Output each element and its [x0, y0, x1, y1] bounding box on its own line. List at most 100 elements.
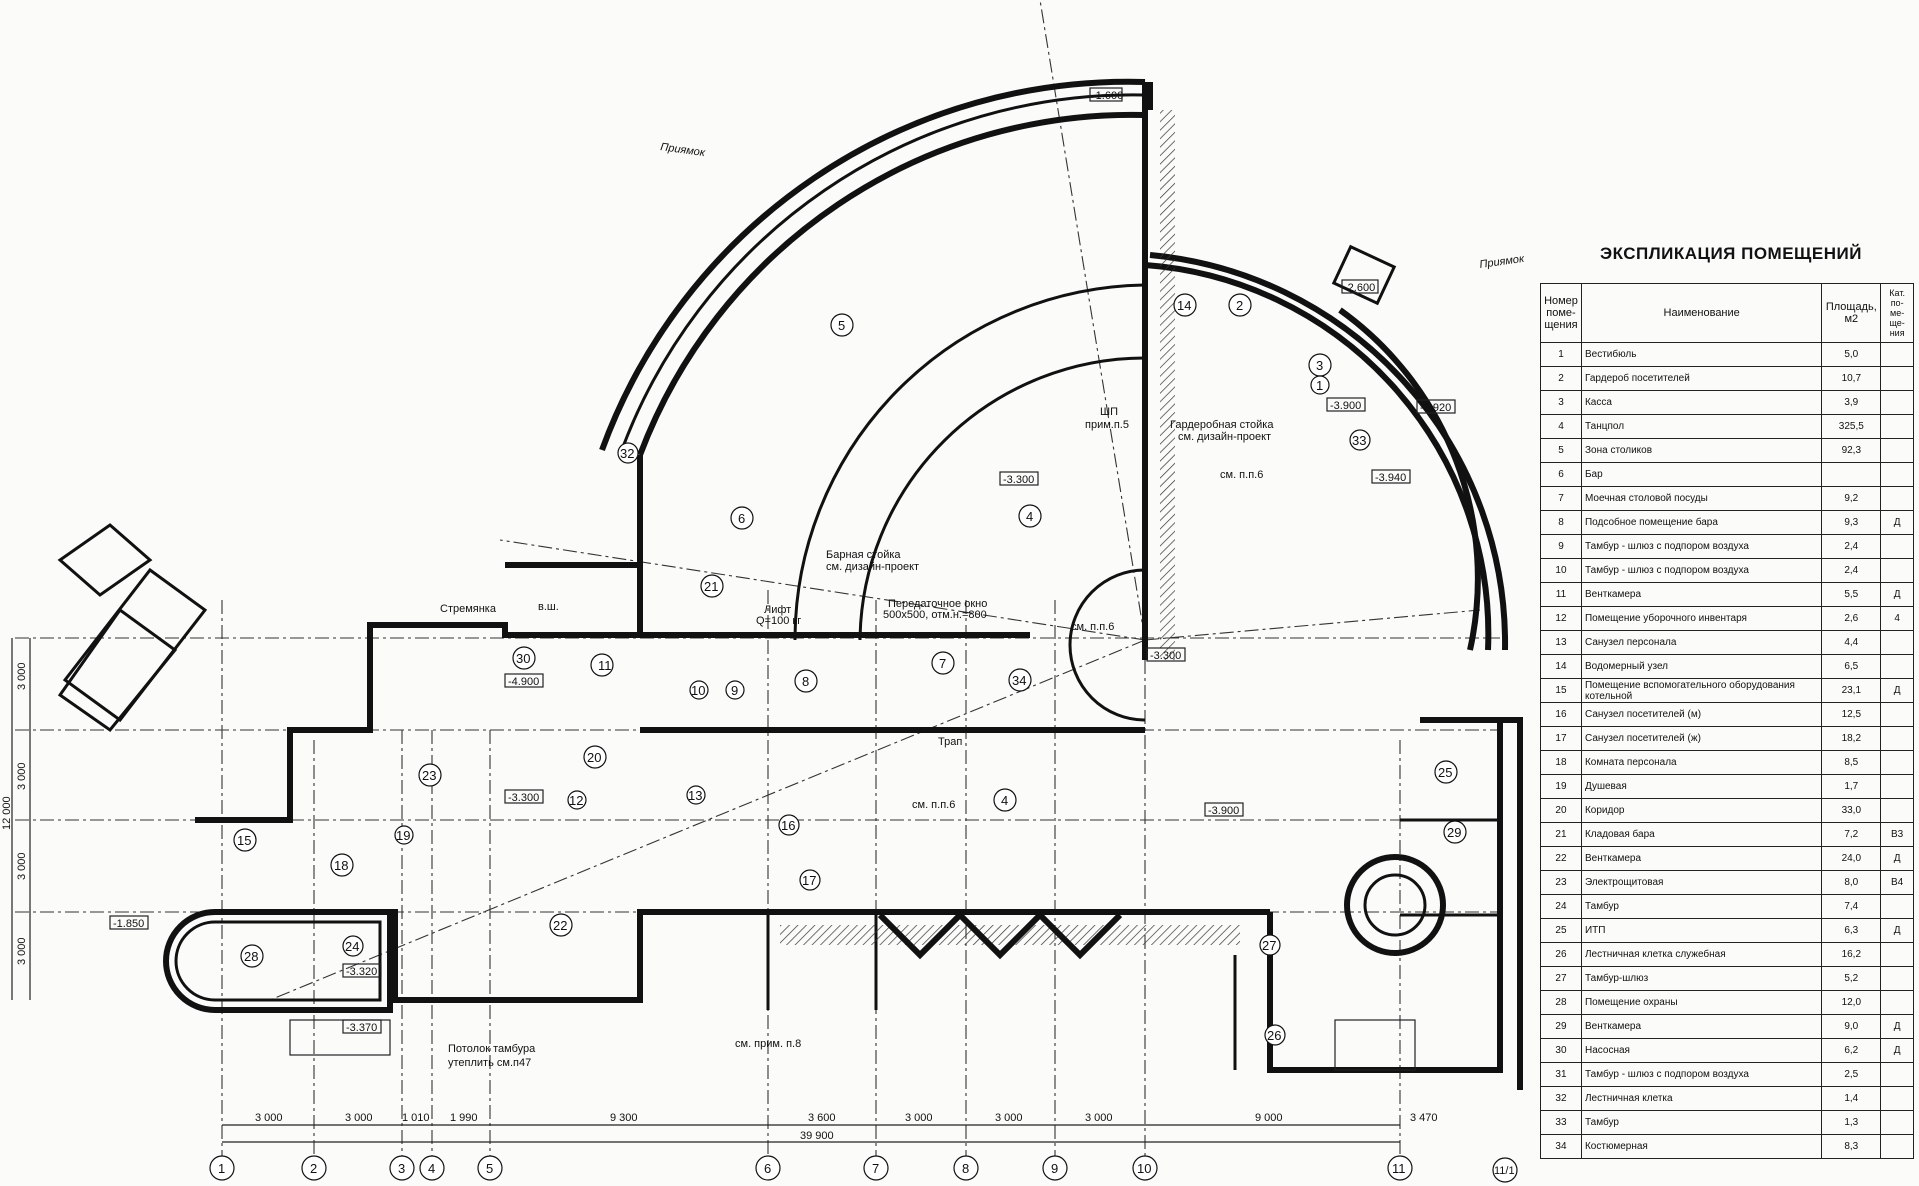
row-number: 16 [1540, 702, 1582, 727]
svg-text:20: 20 [587, 750, 601, 765]
axis-11: 11 [1392, 1161, 1406, 1176]
row-number: 25 [1540, 918, 1582, 943]
row-area: 7,2 [1821, 822, 1882, 847]
row-name: Танцпол [1580, 414, 1823, 439]
row-number: 28 [1540, 990, 1582, 1015]
row-area: 2,4 [1821, 558, 1882, 583]
row-number: 13 [1540, 630, 1582, 655]
row-area: 9,2 [1821, 486, 1882, 511]
axis-10: 10 [1137, 1161, 1151, 1176]
level-3920: -3.920 [1420, 402, 1451, 414]
row-name: Электрощитовая [1580, 870, 1823, 895]
svg-text:15: 15 [237, 833, 251, 848]
row-category: Д [1880, 678, 1914, 703]
row-name: Санузел персонала [1580, 630, 1823, 655]
row-number: 8 [1540, 510, 1582, 535]
svg-text:18: 18 [334, 858, 348, 873]
sm-pp6a-note: см. п.п.6 [1220, 469, 1263, 481]
row-category [1880, 798, 1914, 823]
row-number: 10 [1540, 558, 1582, 583]
svg-text:4: 4 [1026, 509, 1033, 524]
header-name: Наименование [1580, 283, 1823, 343]
row-area: 5,0 [1821, 342, 1882, 367]
svg-text:17: 17 [802, 873, 816, 888]
row-number: 29 [1540, 1014, 1582, 1039]
walls [57, 78, 1523, 1090]
dim-11: 3 470 [1410, 1112, 1438, 1124]
row-category [1880, 1134, 1914, 1159]
row-number: 5 [1540, 438, 1582, 463]
row-area: 18,2 [1821, 726, 1882, 751]
row-name: Венткамера [1580, 1014, 1823, 1039]
row-name: Душевая [1580, 774, 1823, 799]
row-name: Венткамера [1580, 582, 1823, 607]
row-name: Костюмерная [1580, 1134, 1823, 1159]
level-3900a: -3.900 [1208, 805, 1239, 817]
row-number: 21 [1540, 822, 1582, 847]
stremyanka-note: Стремянка [440, 603, 497, 615]
svg-text:1: 1 [1316, 378, 1323, 393]
trap-note: Трап [938, 736, 962, 748]
row-number: 9 [1540, 534, 1582, 559]
svg-text:28: 28 [244, 949, 258, 964]
row-category: Д [1880, 510, 1914, 535]
row-number: 1 [1540, 342, 1582, 367]
level-3370: -3.370 [346, 1022, 377, 1034]
row-area: 6,3 [1821, 918, 1882, 943]
axis-6: 6 [764, 1161, 771, 1176]
axis-11-1: 11/1 [1494, 1165, 1515, 1177]
level-3320: -3.320 [346, 966, 377, 978]
axis-bubbles: 1 2 3 4 5 6 7 8 9 10 11 11/1 [209, 1155, 1518, 1183]
row-name: Водомерный узел [1580, 654, 1823, 679]
row-category [1880, 966, 1914, 991]
row-name: Помещение вспомогательного оборудования … [1580, 678, 1823, 703]
svg-text:6: 6 [738, 511, 745, 526]
row-name: Зона столиков [1580, 438, 1823, 463]
floor-plan: 5 6 4 4 2 3 1 33 14 34 7 8 21 9 10 11 30… [1, 0, 1526, 1183]
svg-text:32: 32 [620, 446, 634, 461]
row-name: Насосная [1580, 1038, 1823, 1063]
header-area: Площадь, м2 [1821, 283, 1882, 343]
row-number: 17 [1540, 726, 1582, 751]
row-area [1821, 462, 1882, 487]
row-category: 4 [1880, 606, 1914, 631]
row-name: Тамбур [1580, 894, 1823, 919]
row-category [1880, 1086, 1914, 1111]
side-dim-2: 3 000 [16, 762, 28, 790]
sm-prim8-note: см. прим. п.8 [735, 1038, 801, 1050]
row-area: 5,5 [1821, 582, 1882, 607]
svg-text:4: 4 [1001, 793, 1008, 808]
axis-8: 8 [962, 1161, 969, 1176]
svg-text:12: 12 [569, 793, 583, 808]
svg-text:14: 14 [1177, 298, 1191, 313]
vsh-note: в.ш. [538, 601, 559, 613]
svg-text:27: 27 [1262, 938, 1276, 953]
row-number: 32 [1540, 1086, 1582, 1111]
row-number: 15 [1540, 678, 1582, 703]
row-category [1880, 1110, 1914, 1135]
dim-8: 3 000 [995, 1112, 1023, 1124]
row-category [1880, 774, 1914, 799]
svg-text:30: 30 [516, 651, 530, 666]
svg-text:34: 34 [1012, 673, 1026, 688]
dim-6: 3 600 [808, 1112, 836, 1124]
level-2600: -2.600 [1344, 282, 1375, 294]
row-category: В4 [1880, 870, 1914, 895]
level-4900: -4.900 [508, 676, 539, 688]
dim-9: 3 000 [1085, 1112, 1113, 1124]
row-name: Тамбур - шлюз с подпором воздуха [1580, 558, 1823, 583]
row-category [1880, 414, 1914, 439]
row-category [1880, 558, 1914, 583]
